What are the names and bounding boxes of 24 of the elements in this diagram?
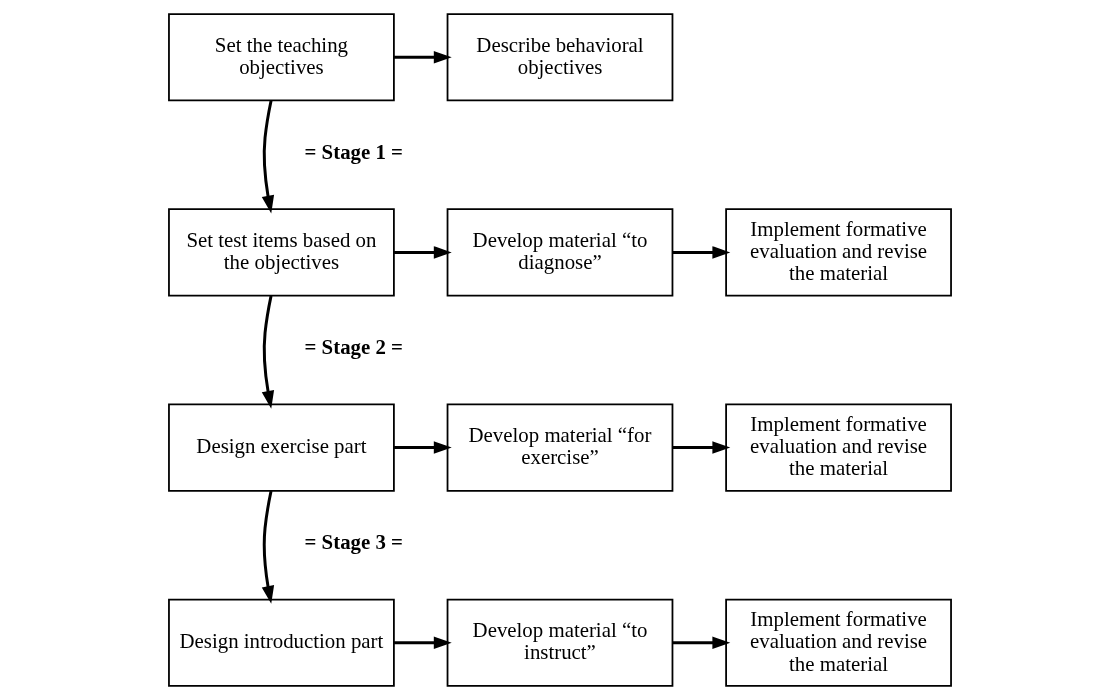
arrow [394,441,452,454]
node-box: Develop material “for exercise” [446,403,674,492]
node-box: Implement formative evaluation and revise the material [725,598,952,687]
label: = Stage 2 = [304,335,403,360]
arrow [261,490,275,604]
label: = Stage 1 = [304,139,403,164]
node-box: Design exercise part [168,403,395,492]
node-box: Develop material “to diagnose” [446,208,674,297]
node-box: Implement formative evaluation and revise the material [725,403,952,492]
node-box: Set the teaching objectives [168,13,395,102]
node-box: Develop material “to instruct” [446,598,674,687]
arrow [672,246,731,259]
arrow [261,100,275,214]
node-box: Describe behavioral objectives [446,13,674,102]
node-box: Implement formative evaluation and revise the material [725,208,952,297]
arrow [394,636,452,649]
node-box: Set test items based on the objectives [168,208,395,297]
arrow [672,636,731,649]
node-box: Design introduction part [168,598,395,687]
arrow [261,295,275,409]
arrow [394,246,452,259]
label: = Stage 3 = [304,530,403,555]
arrow [672,441,731,454]
arrow [394,51,452,64]
